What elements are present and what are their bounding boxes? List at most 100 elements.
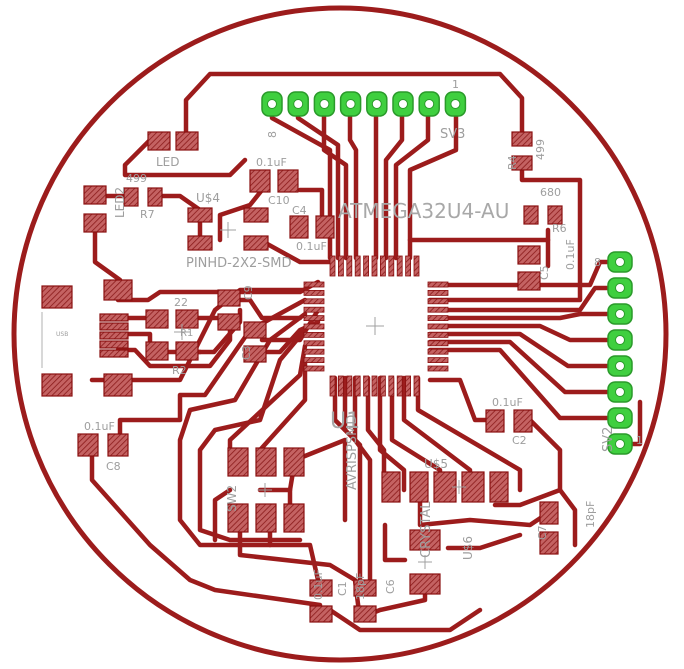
c6-label: C6	[384, 579, 397, 594]
r7-label: R7	[140, 208, 155, 221]
mcu-pin-pad	[354, 375, 361, 397]
sv3-pin1-label: 1	[452, 78, 459, 91]
r7-pad	[123, 187, 139, 207]
sv2-pin-hole	[615, 413, 625, 423]
avrisp-pad	[283, 447, 305, 477]
usb-label: USB	[56, 331, 68, 338]
mcu-pin-pad	[427, 357, 449, 364]
crystal-label: CRYSTAL	[419, 501, 434, 558]
led-label: LED	[156, 155, 180, 169]
mcu-pin-pad	[329, 375, 336, 397]
c4-value-label: 0.1uF	[296, 240, 327, 253]
sv3-pin-hole	[398, 99, 408, 109]
mcu-pin-pad	[405, 375, 412, 397]
usb-shield-pad	[103, 279, 133, 301]
sv3-pin-hole	[267, 99, 277, 109]
c4-pad	[289, 215, 309, 239]
mcu-pin-pad	[413, 375, 420, 397]
sv3-label: SV3	[440, 127, 465, 142]
c5-pad	[517, 271, 541, 291]
sv3-pin-hole	[293, 99, 304, 109]
c7-pad	[539, 531, 559, 555]
c-18pf-label: 18pF	[354, 573, 367, 600]
sv3-pin-hole	[371, 99, 382, 109]
mcu-pin-pad	[346, 255, 353, 277]
sv2-pin-hole	[615, 387, 625, 397]
u4-pad	[243, 207, 269, 223]
mcu-pin-pad	[396, 375, 403, 397]
c9-pad	[217, 313, 241, 331]
traces	[89, 71, 643, 633]
c1-label: C1	[336, 581, 349, 596]
c6-pad	[353, 605, 377, 623]
c8-pad	[107, 433, 129, 457]
sv3-pin8-label: 8	[266, 131, 279, 138]
c7-label: C7	[536, 525, 549, 540]
mcu-pin-pad	[303, 306, 325, 313]
r4-pad	[511, 155, 533, 171]
r2-pad	[145, 341, 169, 361]
r6-value-label: 680	[540, 186, 561, 199]
avrisp-pad	[227, 503, 249, 533]
sv3-pin-hole	[450, 99, 461, 109]
mcu-pin-pad	[427, 289, 449, 296]
u1-label: U1	[330, 409, 360, 434]
r1-pad	[145, 309, 169, 329]
mcu-pin-pad	[303, 323, 325, 330]
mcu-pin-pad	[371, 255, 378, 277]
mcu-pin-pad	[388, 255, 395, 277]
usb-signal-pad	[99, 331, 129, 340]
silkscreen-labels: ATMEGA32U4-AU U1 U$4 PINHD-2X2-SMD SV3 1…	[56, 78, 643, 600]
u5-pad	[409, 471, 429, 503]
mcu-pin-pad	[303, 298, 325, 305]
sv2-pin-hole	[615, 283, 625, 293]
sv2-pin8-label: 8	[594, 256, 601, 269]
mcu-pin-pad	[427, 315, 449, 322]
r6-pad	[523, 205, 539, 225]
mcu-pin-pad	[303, 289, 325, 296]
sv3-pin-hole	[319, 99, 330, 109]
mcu-pin-pad	[303, 340, 325, 347]
mcu-pin-pad	[388, 375, 395, 397]
usb-shield-pad	[41, 285, 73, 309]
sv2-pin-hole	[615, 335, 625, 345]
c10-pad	[249, 169, 271, 193]
c10-value-label: 0.1uF	[256, 156, 287, 169]
crystal-pad	[409, 573, 441, 595]
board-outline	[11, 5, 669, 663]
mcu-pin-pad	[427, 365, 449, 372]
sw2-value-label: AVRISPSMD	[345, 415, 360, 490]
usb-signal-pad	[99, 340, 129, 349]
c3-pad	[243, 321, 267, 339]
mcu-pin-pad	[396, 255, 403, 277]
c1-pad	[309, 579, 333, 597]
usb-shield-pad	[103, 373, 133, 397]
mcu-pin-pad	[379, 255, 386, 277]
avrisp-pad	[227, 447, 249, 477]
led2-pad	[83, 185, 107, 205]
c5-value-label: 0.1uF	[564, 239, 577, 270]
mcu-pin-pad	[427, 340, 449, 347]
mcu-pin-pad	[363, 255, 370, 277]
component-origins	[174, 222, 466, 569]
u4-value-label: PINHD-2X2-SMD	[186, 256, 292, 271]
c5-pad	[517, 245, 541, 265]
sv2-pin1-label: 1	[636, 434, 643, 447]
mcu-pin-pad	[337, 375, 344, 397]
r6-label: R6	[552, 222, 567, 235]
usb-signal-pad	[99, 313, 129, 322]
crystal-pad	[409, 529, 441, 551]
sv3-pin-hole	[424, 99, 435, 109]
avrisp-pad	[255, 503, 277, 533]
c2-pad	[485, 409, 505, 433]
mcu-pin-pad	[427, 348, 449, 355]
c3-label: C3	[240, 345, 253, 360]
sv2-pin-hole	[615, 309, 625, 319]
mcu-pin-pad	[427, 306, 449, 313]
c9-pad	[217, 289, 241, 307]
sv2-header	[607, 251, 633, 455]
sv3-header	[261, 91, 467, 117]
c8-label: C8	[106, 460, 121, 473]
